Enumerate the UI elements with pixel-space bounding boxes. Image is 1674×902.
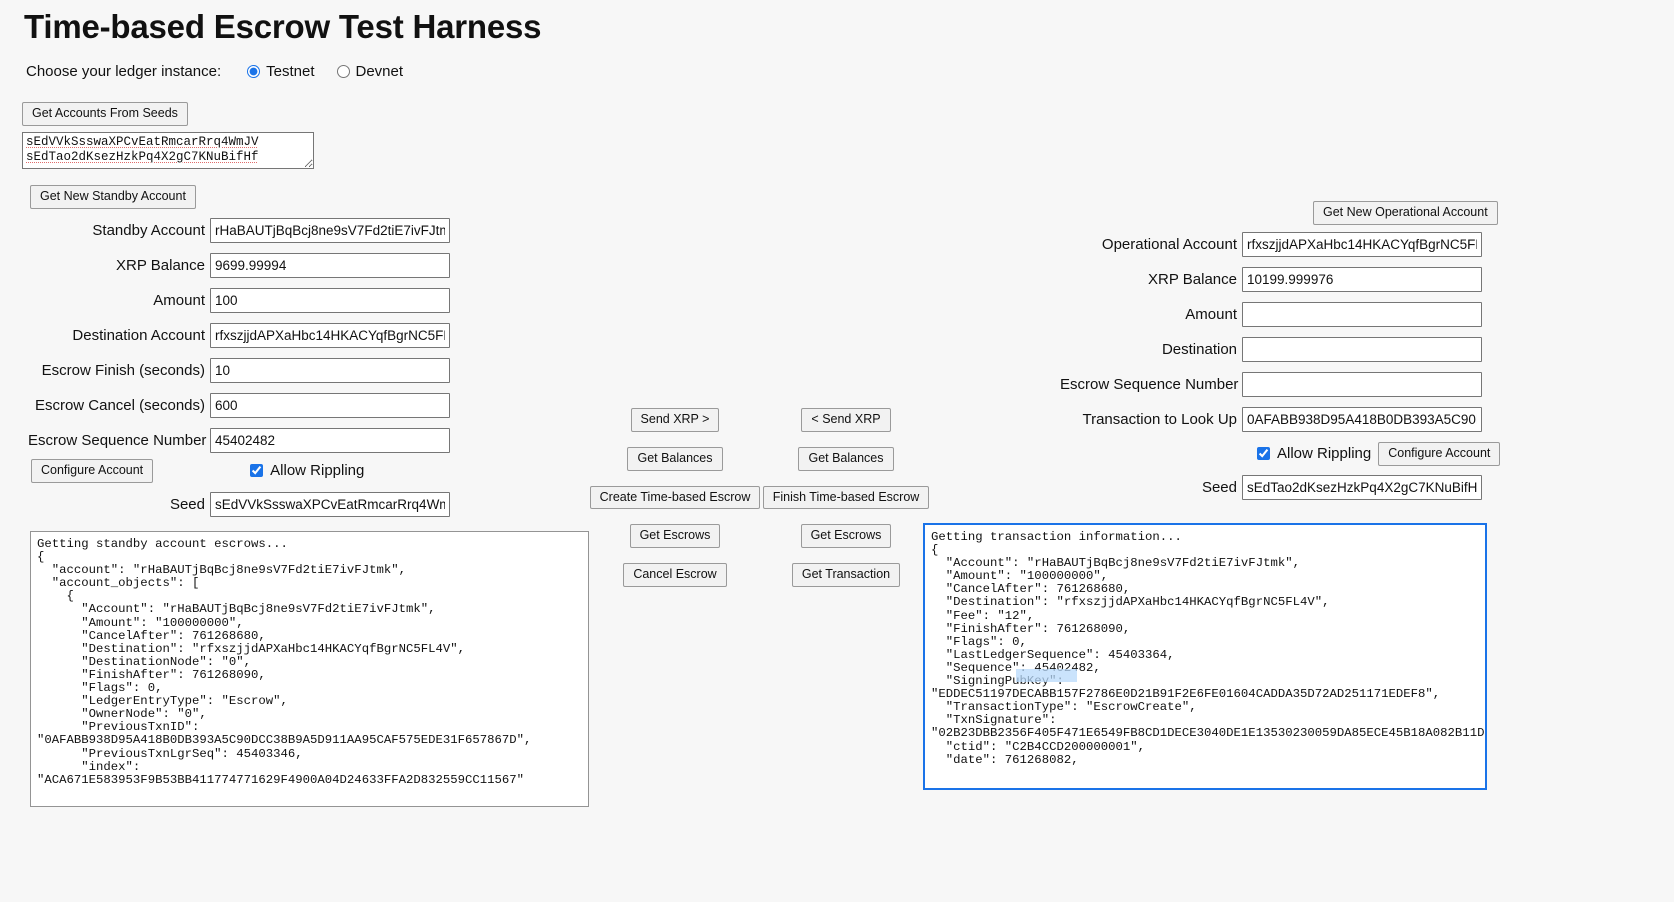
field-standby-xrp-balance: XRP Balance (28, 253, 450, 278)
cancel-escrow-button[interactable]: Cancel Escrow (623, 563, 727, 587)
field-operational-destination: Destination (1060, 337, 1482, 362)
get-balances-standby-button[interactable]: Get Balances (627, 446, 723, 471)
escrow-cancel-seconds-input[interactable] (210, 393, 450, 418)
operational-seed-input[interactable] (1242, 475, 1482, 500)
field-label: XRP Balance (1148, 271, 1237, 288)
get-new-operational-account-button[interactable]: Get New Operational Account (1313, 201, 1498, 225)
field-standby-destination-account: Destination Account (28, 323, 450, 348)
radio-devnet-label[interactable]: Devnet (355, 63, 404, 80)
standby-seed-input[interactable] (210, 492, 450, 517)
field-operational-escrow-sequence-number: Escrow Sequence Number (1060, 372, 1482, 397)
create-time-based-escrow-button[interactable]: Create Time-based Escrow (589, 485, 761, 510)
operational-configure-row: Allow Rippling Configure Account (1257, 442, 1501, 466)
field-operational-xrp-balance: XRP Balance (1060, 267, 1482, 292)
standby-account-input[interactable] (210, 218, 450, 243)
operational-escrow-sequence-number-input[interactable] (1242, 372, 1482, 397)
radio-devnet[interactable] (336, 65, 350, 78)
operational-seed-row: Seed (1060, 475, 1482, 500)
operational-amount-input[interactable] (1242, 302, 1482, 327)
field-label: Operational Account (1101, 236, 1237, 253)
field-label: Destination (1161, 341, 1237, 358)
page-title: Time-based Escrow Test Harness (24, 8, 542, 45)
operational-destination-input[interactable] (1242, 337, 1482, 362)
radio-devnet-wrap[interactable]: Devnet (336, 63, 404, 80)
operational-allow-rippling-label[interactable]: Allow Rippling (1277, 445, 1372, 463)
radio-testnet-wrap[interactable]: Testnet (247, 63, 315, 80)
radio-testnet-label[interactable]: Testnet (266, 63, 315, 80)
get-escrows-operational-button[interactable]: Get Escrows (800, 524, 892, 548)
standby-form: Standby Account XRP Balance Amount Desti… (28, 218, 450, 463)
field-standby-amount: Amount (28, 288, 450, 313)
standby-configure-account-button[interactable]: Configure Account (31, 459, 154, 483)
standby-xrp-balance-input[interactable] (210, 253, 450, 278)
field-label: XRP Balance (116, 257, 205, 274)
standby-amount-input[interactable] (210, 288, 450, 313)
operational-account-input[interactable] (1242, 232, 1482, 257)
standby-allow-rippling-row[interactable]: Allow Rippling (250, 462, 364, 479)
ledger-instance-label: Choose your ledger instance: (26, 63, 222, 80)
radio-testnet[interactable] (247, 65, 261, 78)
standby-seed-label: Seed (169, 496, 205, 513)
operational-seed-label: Seed (1201, 479, 1237, 496)
operational-allow-rippling-checkbox[interactable] (1257, 447, 1270, 461)
field-label: Standby Account (92, 222, 205, 239)
field-label: Escrow Finish (seconds) (41, 362, 205, 379)
field-standby-escrow-sequence-number: Escrow Sequence Number (28, 428, 450, 453)
field-operational-account: Operational Account (1060, 232, 1482, 257)
seeds-input[interactable] (22, 132, 314, 169)
escrow-finish-seconds-input[interactable] (210, 358, 450, 383)
field-label: Amount (1185, 306, 1237, 323)
transaction-to-look-up-input[interactable] (1242, 407, 1482, 432)
operational-output-textarea[interactable] (923, 523, 1487, 790)
operational-xrp-balance-input[interactable] (1242, 267, 1482, 292)
field-operational-amount: Amount (1060, 302, 1482, 327)
get-new-standby-account-button[interactable]: Get New Standby Account (30, 185, 196, 209)
center-right-actions: < Send XRP Get Balances Finish Time-base… (762, 408, 930, 602)
get-accounts-from-seeds-button[interactable]: Get Accounts From Seeds (22, 102, 188, 126)
field-standby-account: Standby Account (28, 218, 450, 243)
field-label: Amount (153, 292, 205, 309)
field-escrow-cancel-seconds: Escrow Cancel (seconds) (28, 393, 450, 418)
field-escrow-finish-seconds: Escrow Finish (seconds) (28, 358, 450, 383)
center-left-actions: Send XRP > Get Balances Create Time-base… (589, 408, 761, 602)
operational-configure-account-button[interactable]: Configure Account (1378, 442, 1501, 466)
field-transaction-to-look-up: Transaction to Look Up (1060, 407, 1482, 432)
operational-allow-rippling-row[interactable]: Allow Rippling (1257, 445, 1371, 462)
get-balances-operational-button[interactable]: Get Balances (798, 446, 894, 471)
field-label: Transaction to Look Up (1082, 411, 1237, 428)
field-label: Destination Account (72, 327, 205, 344)
standby-destination-account-input[interactable] (210, 323, 450, 348)
get-escrows-standby-button[interactable]: Get Escrows (629, 524, 721, 548)
field-label: Escrow Sequence Number (28, 432, 207, 449)
operational-form: Operational Account XRP Balance Amount D… (1060, 232, 1482, 442)
standby-allow-rippling-label[interactable]: Allow Rippling (270, 462, 365, 480)
send-xrp-left-button[interactable]: < Send XRP (801, 408, 891, 432)
standby-allow-rippling-checkbox[interactable] (250, 464, 264, 478)
standby-escrow-sequence-number-input[interactable] (210, 428, 450, 453)
finish-time-based-escrow-button[interactable]: Finish Time-based Escrow (762, 485, 930, 510)
standby-configure-row: Configure Account Allow Rippling (31, 459, 364, 483)
standby-seed-row: Seed (28, 492, 450, 517)
get-transaction-button[interactable]: Get Transaction (791, 563, 901, 587)
field-label: Escrow Sequence Number (1060, 376, 1239, 393)
send-xrp-right-button[interactable]: Send XRP > (630, 408, 720, 432)
ledger-instance-chooser: Choose your ledger instance: Testnet Dev… (26, 63, 425, 80)
field-label: Escrow Cancel (seconds) (34, 397, 205, 414)
standby-output-textarea[interactable] (30, 531, 589, 807)
